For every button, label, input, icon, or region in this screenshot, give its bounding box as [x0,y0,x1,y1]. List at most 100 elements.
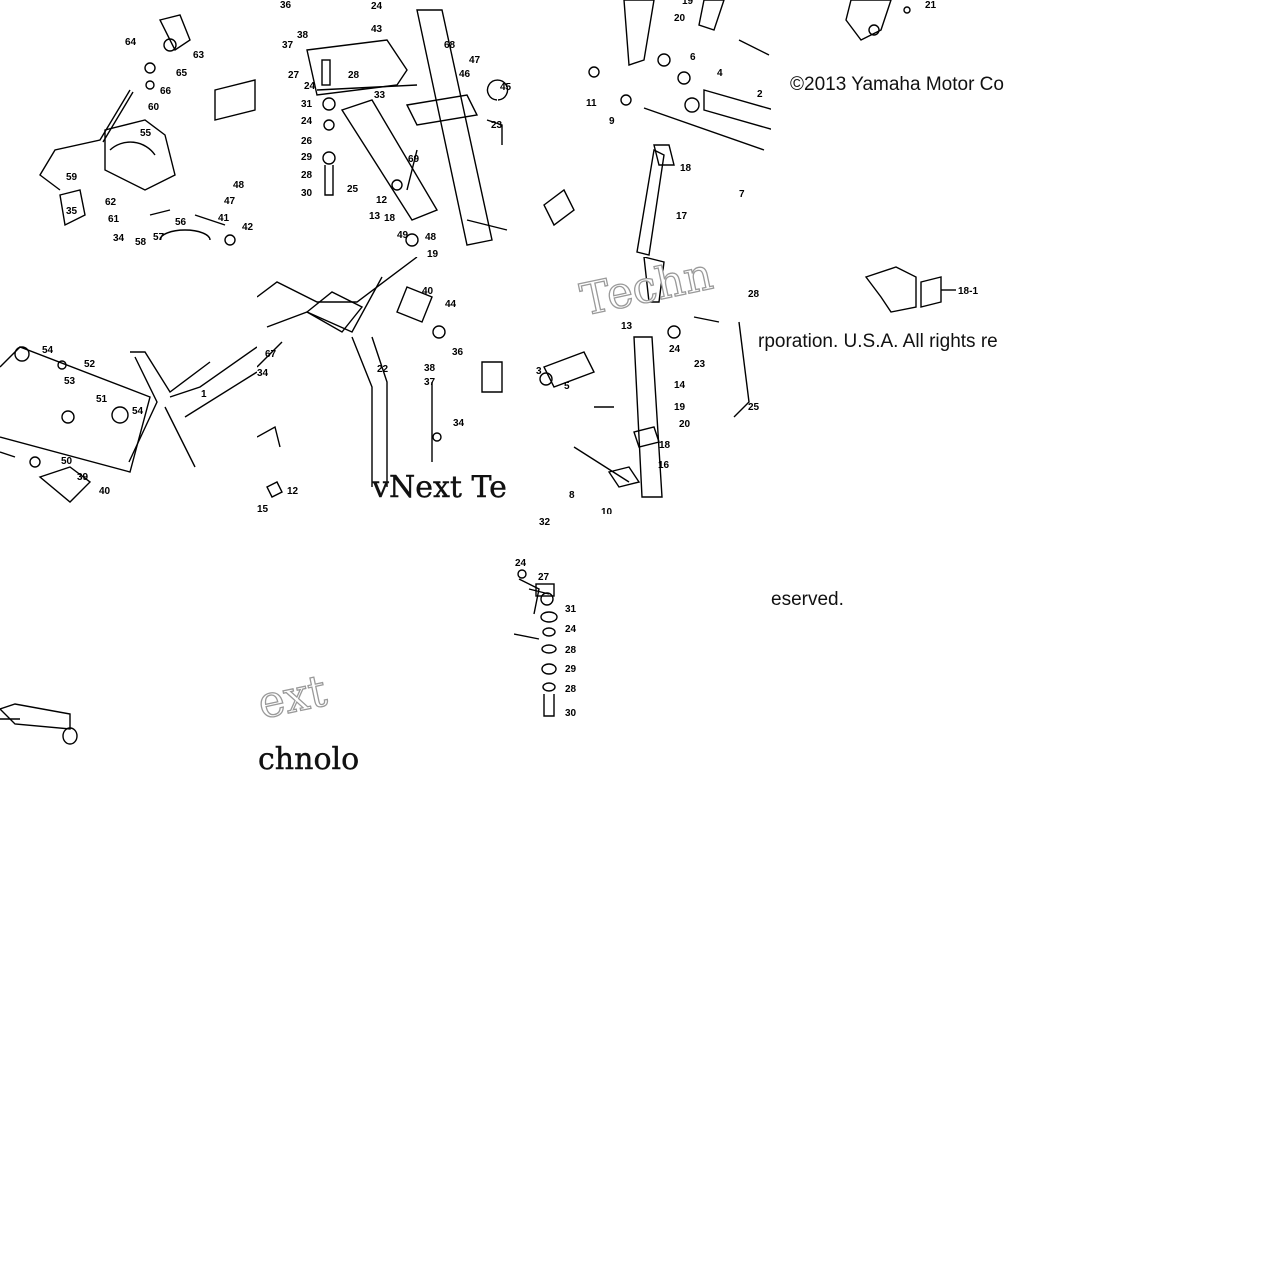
part-callout-label: 31 [301,99,313,110]
part-callout-label: 9 [609,116,615,127]
diagram-tile-copyright-1: 21 [771,0,1028,257]
part-callout-label: 24 [515,558,527,569]
part-callout-label: 62 [105,197,117,208]
part-callout-label: 28 [565,684,577,695]
part-callout-label: 18 [680,163,692,174]
part-callout-label: 20 [674,13,686,24]
copyright-text-part-1: ©2013 Yamaha Motor Co [790,74,1004,95]
part-callout-label: 36 [280,0,292,11]
part-callout-label: 28 [348,70,360,81]
part-callout-label: 10 [601,507,613,514]
part-callout-label: 26 [301,136,313,147]
part-callout-label: 47 [469,55,481,66]
part-callout-label: 60 [148,102,160,113]
part-callout-label: 19 [674,402,686,413]
part-callout-label: 30 [565,708,577,719]
part-callout-label: 30 [301,188,313,199]
part-callout-label: 42 [242,222,254,233]
part-callout-label: 12 [376,195,388,206]
part-callout-label: 1 [201,389,207,400]
part-callout-label: 27 [538,572,550,583]
watermark-text-3: ext [253,665,332,730]
watermark-text-2: vNext Te [372,470,507,505]
part-callout-label: 34 [257,368,269,379]
part-callout-label: 24 [304,81,316,92]
part-callout-label: 4 [717,68,723,79]
part-callout-label: 38 [297,30,309,41]
part-callout-label: 48 [425,232,437,243]
part-callout-label: 11 [586,98,597,109]
part-callout-label: 20 [679,419,691,430]
part-callout-label: 36 [452,347,464,358]
part-callout-label: 24 [301,116,313,127]
part-callout-label: 54 [132,406,144,417]
part-callout-label: 69 [408,154,420,165]
part-callout-label: 61 [108,214,120,225]
part-callout-label: 25 [748,402,760,413]
part-callout-label: 24 [669,344,681,355]
part-callout-label: 3 [536,366,542,377]
part-callout-label: 65 [176,68,188,79]
part-callout-label: 23 [694,359,706,370]
part-callout-label: 19 [427,249,439,257]
part-callout-label: 24 [565,624,577,635]
part-callout-label: 29 [301,152,313,163]
part-callout-label: 13 [369,211,381,222]
part-callout-label: 34 [453,418,465,429]
part-callout-label: 15 [257,504,269,514]
copyright-text-part-3: eserved. [771,589,844,610]
part-callout-label: 23 [491,120,503,131]
part-callout-label: 12 [287,486,299,497]
part-callout-label: 49 [397,230,409,241]
part-callout-label: 53 [64,376,76,387]
part-callout-label: 25 [347,184,359,195]
part-callout-label: 57 [153,232,165,243]
part-callout-label: 56 [175,217,187,228]
part-callout-label: 32 [539,517,551,528]
part-callout-label: 2 [757,89,763,100]
diagram-tile-grip-end [0,514,90,754]
part-callout-label: 54 [42,345,54,356]
part-callout-label: 59 [66,172,78,183]
part-callout-label: 63 [193,50,205,61]
part-callout-label: 34 [113,233,125,244]
part-callout-label: 18 [384,213,396,224]
part-callout-label: 21 [925,0,937,11]
part-callout-label: 28 [565,645,577,656]
part-callout-label: 41 [218,213,230,224]
part-callout-label: 27 [288,70,300,81]
grip-end-drawing [0,703,78,745]
part-callout-label: 19 [682,0,694,7]
clamp-drawing: 21 [845,0,937,41]
part-callout-label: 22 [377,364,389,375]
part-callout-label: 16 [658,460,670,471]
part-callout-label: 64 [125,37,137,48]
diagram-tile-copyright-2: 18-1 [771,257,1028,514]
part-callout-label: 40 [422,286,434,297]
part-callout-label: 37 [424,377,436,388]
part-callout-label: 47 [224,196,236,207]
mount-bracket-drawing: 3638372724283124262928302443684647453325… [280,0,512,257]
part-callout-label: 52 [84,359,96,370]
part-callout-label: 28 [748,289,760,300]
part-callout-label: 14 [674,380,686,391]
part-callout-label: 44 [445,299,457,310]
part-callout-label: 6 [690,52,696,63]
watermark-text-4: chnolo [258,742,360,777]
part-callout-label: 67 [265,349,277,360]
part-callout-label: 51 [96,394,108,405]
part-callout-label: 7 [739,189,745,200]
part-callout-label: 45 [500,82,512,93]
part-callout-label: 37 [282,40,294,51]
part-callout-label: 28 [301,170,313,181]
part-callout-label: 13 [621,321,633,332]
